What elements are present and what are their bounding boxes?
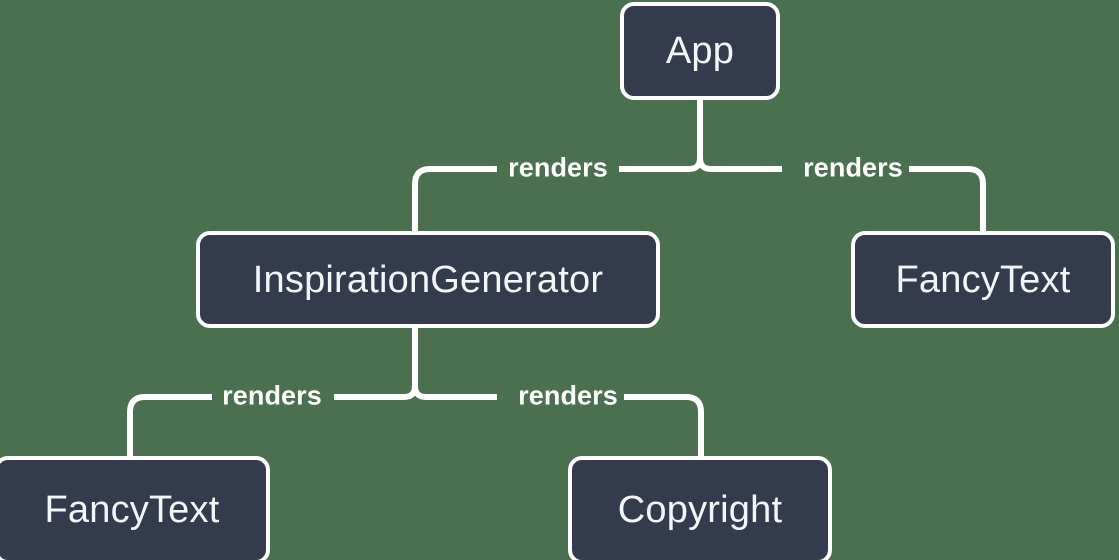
node-copyright-label: Copyright bbox=[617, 489, 783, 531]
node-fancytext-bottom-label: FancyText bbox=[44, 489, 220, 531]
node-inspiration-generator[interactable]: InspirationGenerator bbox=[196, 231, 660, 328]
node-fancytext-right-label: FancyText bbox=[895, 258, 1071, 301]
edge-label-app-to-inspiration-generator: renders bbox=[508, 152, 608, 183]
edge-label-generator-to-fancytext-bottom: renders bbox=[222, 380, 322, 411]
edge-app-junction-left bbox=[619, 157, 703, 172]
node-fancytext-bottom[interactable]: FancyText bbox=[0, 456, 270, 560]
edge-app-to-fancytext-right bbox=[909, 166, 986, 231]
edge-label-generator-to-copyright: renders bbox=[518, 380, 618, 411]
node-fancytext-right[interactable]: FancyText bbox=[851, 231, 1115, 328]
edge-generator-junction-right bbox=[412, 385, 497, 400]
node-app-label: App bbox=[665, 30, 735, 72]
edge-label-app-to-fancytext-right: renders bbox=[803, 152, 903, 183]
edge-app-to-generator bbox=[412, 166, 497, 231]
edge-generator-to-fancytext-bottom bbox=[127, 394, 212, 456]
edge-app-junction-right bbox=[697, 157, 782, 172]
node-app[interactable]: App bbox=[620, 2, 780, 100]
node-inspiration-generator-label: InspirationGenerator bbox=[252, 258, 604, 301]
edge-generator-junction-left bbox=[334, 385, 418, 400]
node-copyright[interactable]: Copyright bbox=[568, 456, 832, 560]
edge-generator-to-copyright bbox=[624, 394, 704, 456]
